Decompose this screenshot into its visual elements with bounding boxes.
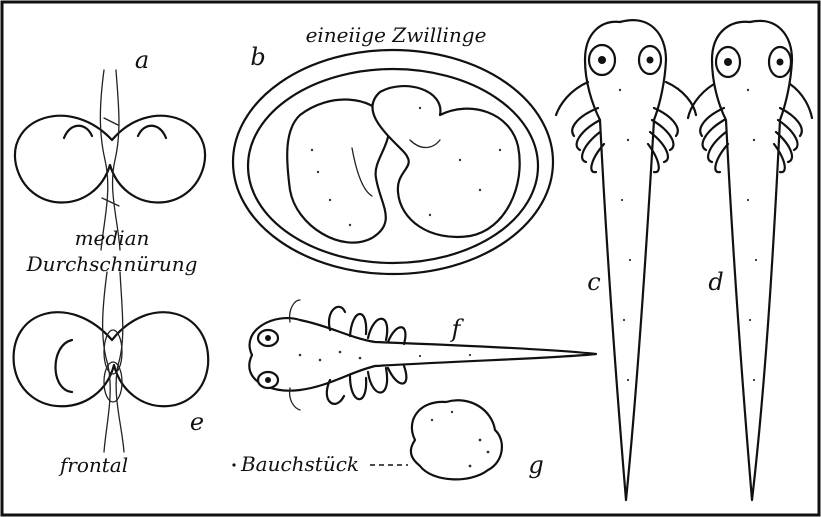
figure-title: eineiige Zwillinge bbox=[306, 23, 487, 47]
caption-frontal: frontal bbox=[58, 453, 128, 477]
caption-bauchstueck: Bauchstück bbox=[240, 452, 359, 476]
panel-label-f: f bbox=[450, 315, 465, 343]
panel-label-d: d bbox=[708, 268, 723, 296]
panel-d-larva bbox=[688, 21, 812, 500]
panel-label-e: e bbox=[190, 408, 204, 436]
panel-label-c: c bbox=[587, 268, 600, 296]
panel-label-g: g bbox=[528, 451, 543, 479]
panel-c-larva bbox=[556, 20, 696, 500]
caption-median: median bbox=[75, 226, 150, 250]
panel-a-median-egg bbox=[15, 70, 205, 250]
panel-g-ventral-fragment bbox=[411, 400, 502, 479]
panel-label-a: a bbox=[135, 46, 149, 74]
panel-label-b: b bbox=[250, 43, 265, 71]
caption-durchschnuerung: Durchschnürung bbox=[26, 252, 198, 276]
panel-b-twins-in-membrane bbox=[233, 50, 553, 274]
panel-f-double-head-larva bbox=[249, 300, 596, 410]
panel-e-frontal-egg bbox=[14, 272, 209, 452]
caption-dot bbox=[232, 463, 235, 466]
